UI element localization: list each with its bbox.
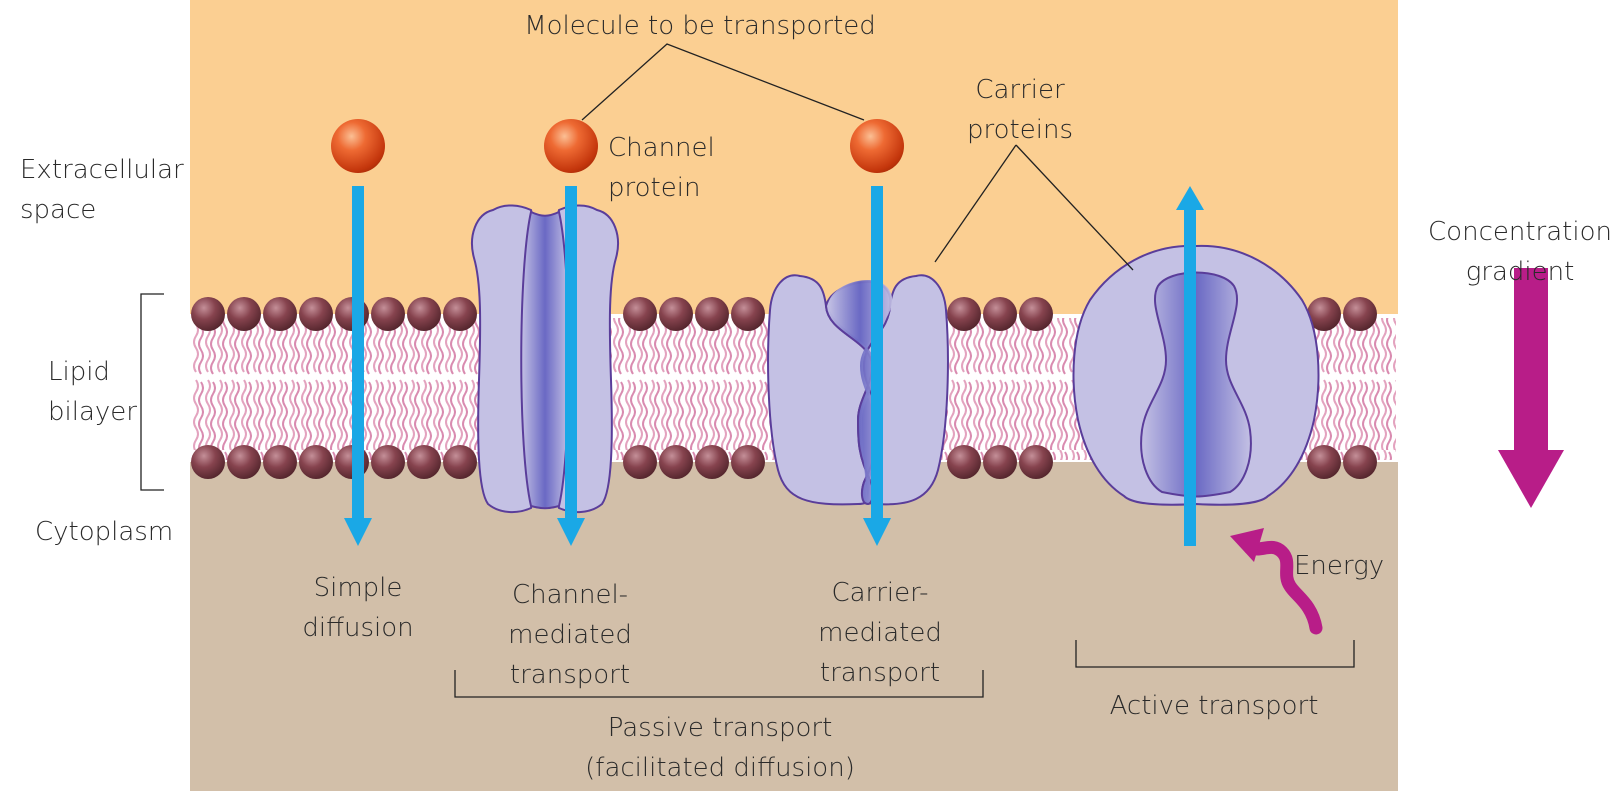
lipid-head xyxy=(1019,297,1053,331)
molecule-label: Molecule to be transported xyxy=(524,11,876,41)
molecule-carrier xyxy=(850,119,904,173)
lipid-head xyxy=(1343,445,1377,479)
lipid-head xyxy=(1019,445,1053,479)
lipid-head xyxy=(623,445,657,479)
passive-transport-bracket xyxy=(454,670,984,698)
lipid-head xyxy=(1307,445,1341,479)
energy-arrow xyxy=(1230,528,1323,635)
lipid-head xyxy=(731,445,765,479)
lipid-head xyxy=(731,297,765,331)
concentration-gradient-label: Concentration gradient xyxy=(1428,217,1612,287)
lipid-head xyxy=(947,297,981,331)
lipid-head xyxy=(371,445,405,479)
lipid-head xyxy=(227,445,261,479)
lipid-head xyxy=(623,297,657,331)
extracellular-label: Extracellular space xyxy=(20,155,184,225)
lipid-head xyxy=(407,297,441,331)
arrow-simple-diffusion xyxy=(344,186,372,546)
carrier-protein-open xyxy=(767,274,949,506)
simple-diffusion-label: Simple diffusion xyxy=(302,573,414,643)
brackets xyxy=(140,293,1355,698)
channel-protein xyxy=(471,204,619,514)
lipid-head xyxy=(443,297,477,331)
arrow-carrier-mediated xyxy=(863,186,891,546)
lipid-head xyxy=(263,445,297,479)
lipid-bilayer-label: Lipid bilayer xyxy=(48,357,137,427)
passive-transport-label: Passive transport (facilitated diffusion… xyxy=(585,713,855,783)
lipid-head xyxy=(659,297,693,331)
lipid-head xyxy=(407,445,441,479)
lipid-head xyxy=(695,445,729,479)
channel-mediated-label: Channel- mediated transport xyxy=(508,580,632,690)
lipid-head xyxy=(947,445,981,479)
lipid-head xyxy=(695,297,729,331)
lipid-head xyxy=(299,297,333,331)
energy-label: Energy xyxy=(1294,551,1385,581)
active-transport-label: Active transport xyxy=(1109,691,1319,721)
carrier-mediated-label: Carrier- mediated transport xyxy=(818,578,942,688)
arrow-channel-mediated xyxy=(557,186,585,546)
molecule-simple xyxy=(331,119,385,173)
lipid-bilayer-bracket xyxy=(140,293,164,491)
lipid-head xyxy=(299,445,333,479)
lipid-head xyxy=(659,445,693,479)
lipid-head xyxy=(1343,297,1377,331)
leader-lines xyxy=(581,43,1134,271)
lipid-head xyxy=(227,297,261,331)
cytoplasm-region xyxy=(190,462,1398,791)
lipid-head xyxy=(443,445,477,479)
cytoplasm-label: Cytoplasm xyxy=(35,517,174,547)
channel-protein-label: Channel protein xyxy=(608,133,715,203)
active-transport-bracket xyxy=(1075,640,1355,668)
lipid-head xyxy=(371,297,405,331)
arrow-active-transport xyxy=(1176,186,1204,546)
carrier-proteins-label: Carrier proteins xyxy=(967,75,1073,145)
lipid-head xyxy=(191,297,225,331)
lipid-head xyxy=(983,445,1017,479)
lipid-head xyxy=(1307,297,1341,331)
molecule-channel xyxy=(544,119,598,173)
concentration-gradient-arrow xyxy=(1498,268,1564,508)
lipid-head xyxy=(983,297,1017,331)
lipid-head xyxy=(191,445,225,479)
lipid-head xyxy=(263,297,297,331)
lipid-heads xyxy=(191,297,1377,479)
